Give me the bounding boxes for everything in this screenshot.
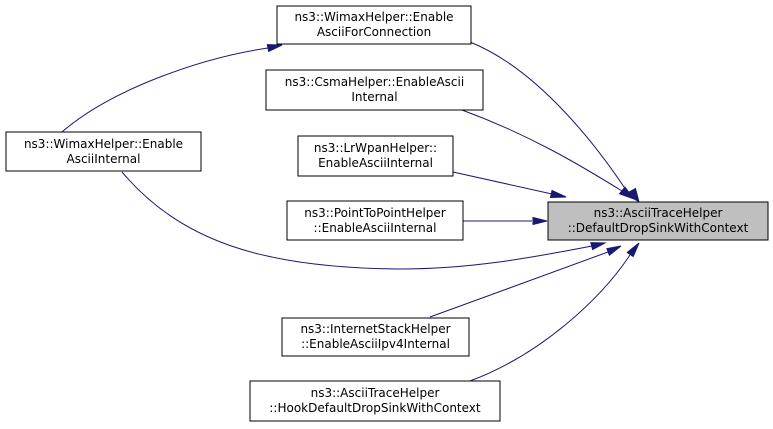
node-wimax-enable-ascii-internal[interactable]: ns3::WimaxHelper::Enable AsciiInternal xyxy=(5,131,202,172)
edges xyxy=(61,41,640,382)
edge-csma-to-default-drop xyxy=(461,109,636,201)
node-label-line-2: EnableAsciiInternal xyxy=(318,156,433,170)
node-box xyxy=(547,201,769,241)
node-lrwpan-enable-ascii-internal[interactable]: ns3::LrWpanHelper:: EnableAsciiInternal xyxy=(297,135,454,177)
node-box xyxy=(265,69,484,111)
node-label-line-1: ns3::PointToPointHelper xyxy=(304,206,446,220)
node-label-line-1: ns3::LrWpanHelper:: xyxy=(314,141,437,155)
edge-wimax-internal-to-default-drop xyxy=(121,171,607,270)
node-label-line-1: ns3::CsmaHelper::EnableAscii xyxy=(285,75,464,89)
node-box xyxy=(276,5,472,45)
edge-wimax-for-connection-to-default-drop xyxy=(469,41,640,204)
node-label-line-2: AsciiForConnection xyxy=(317,25,431,39)
node-internet-stack-enable-ascii-ipv4-internal[interactable]: ns3::InternetStackHelper ::EnableAsciiIp… xyxy=(281,317,470,357)
node-label-line-2: ::DefaultDropSinkWithContext xyxy=(568,221,749,235)
node-label-line-1: ns3::AsciiTraceHelper xyxy=(594,206,723,220)
node-ascii-hook-default-drop-sink-with-context[interactable]: ns3::AsciiTraceHelper ::HookDefaultDropS… xyxy=(249,380,501,422)
node-ascii-default-drop-sink-with-context[interactable]: ns3::AsciiTraceHelper ::DefaultDropSinkW… xyxy=(547,201,769,241)
node-label-line-1: ns3::InternetStackHelper xyxy=(300,322,450,336)
node-label-line-2: ::HookDefaultDropSinkWithContext xyxy=(269,401,481,415)
edge-internet-stack-to-default-drop xyxy=(429,245,622,318)
node-label-line-2: ::EnableAsciiIpv4Internal xyxy=(301,337,450,351)
nodes: ns3::WimaxHelper::Enable AsciiForConnect… xyxy=(5,5,769,422)
edge-wimax-internal-to-wimax-for-connection xyxy=(61,44,283,133)
node-label-line-1: ns3::WimaxHelper::Enable xyxy=(294,10,453,24)
node-p2p-enable-ascii-internal[interactable]: ns3::PointToPointHelper ::EnableAsciiInt… xyxy=(286,200,464,241)
node-box xyxy=(249,380,501,422)
edge-lrwpan-to-default-drop xyxy=(452,171,567,199)
edge-p2p-to-default-drop xyxy=(463,216,548,226)
node-box xyxy=(5,131,202,172)
node-csma-enable-ascii-internal[interactable]: ns3::CsmaHelper::EnableAscii Internal xyxy=(265,69,484,111)
node-box xyxy=(281,317,470,357)
node-label-line-1: ns3::WimaxHelper::Enable xyxy=(24,137,183,151)
node-box xyxy=(297,135,454,177)
node-label-line-2: Internal xyxy=(351,90,397,104)
node-label-line-1: ns3::AsciiTraceHelper xyxy=(311,386,440,400)
node-label-line-2: ::EnableAsciiInternal xyxy=(314,221,437,235)
node-wimax-enable-ascii-for-connection[interactable]: ns3::WimaxHelper::Enable AsciiForConnect… xyxy=(276,5,472,45)
node-box xyxy=(286,200,464,241)
node-label-line-2: AsciiInternal xyxy=(67,152,141,166)
edge-hook-default-drop-to-default-drop xyxy=(469,242,640,382)
